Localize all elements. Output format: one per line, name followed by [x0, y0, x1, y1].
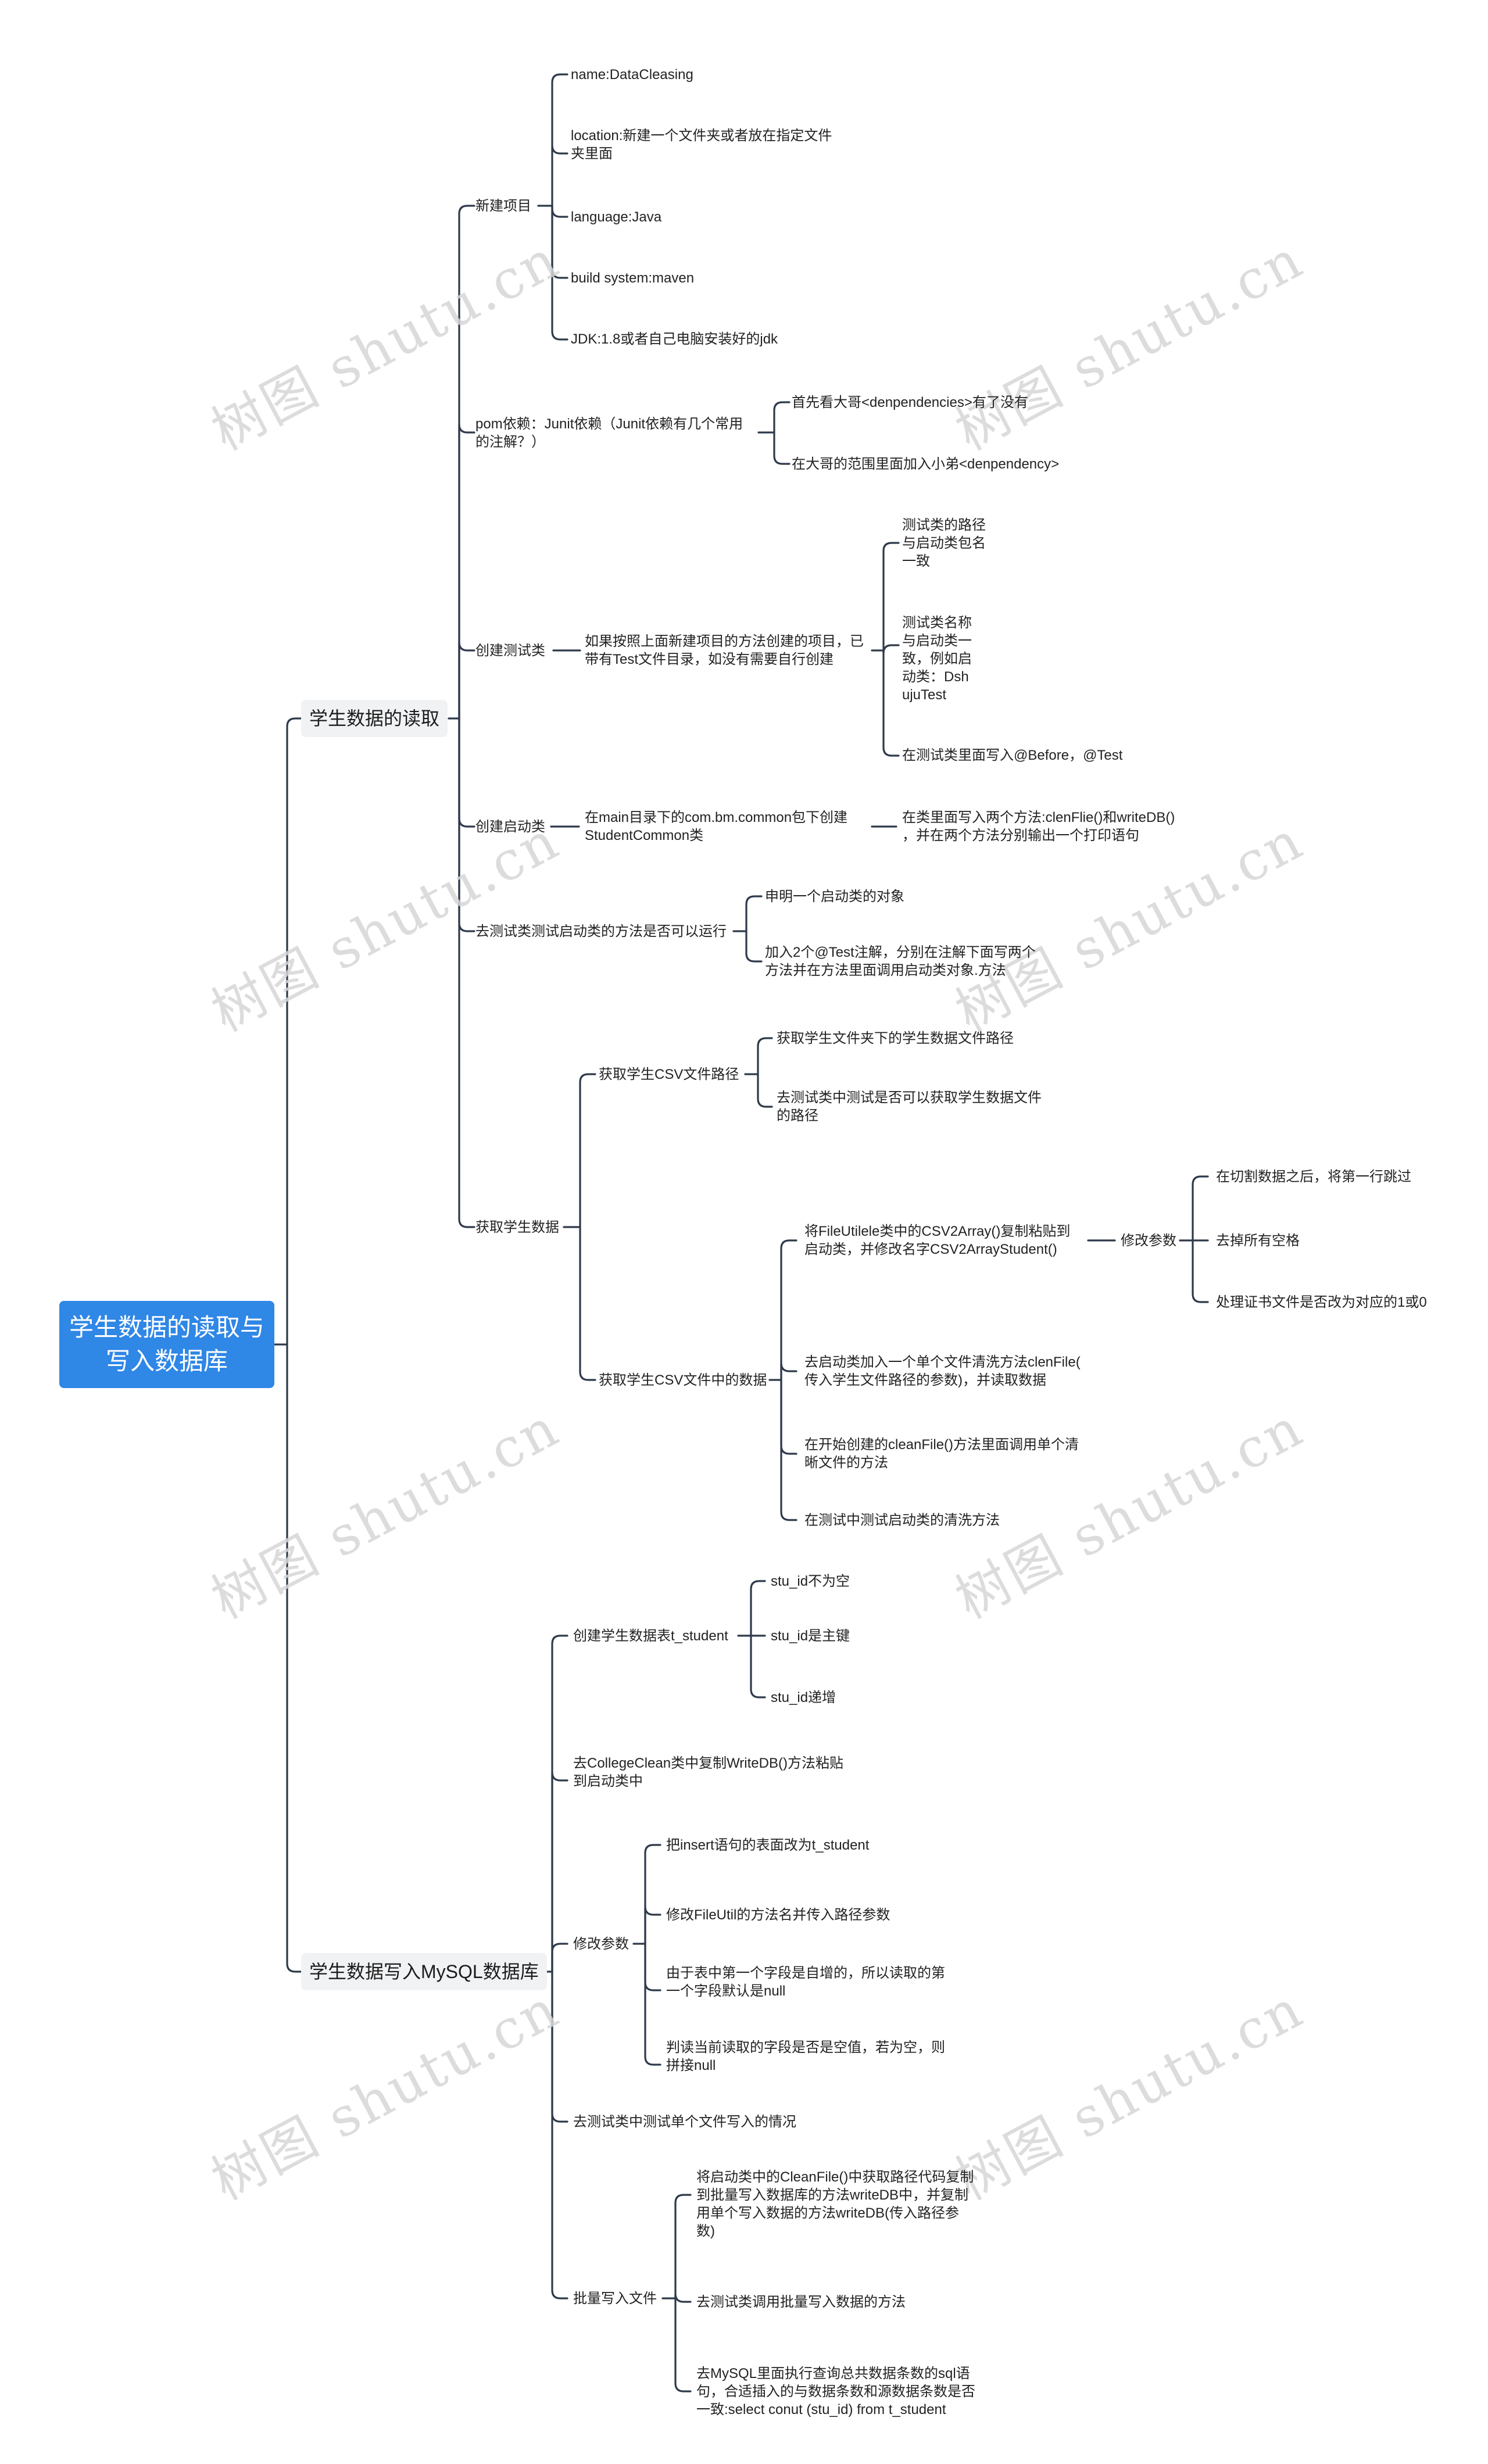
modify-write-item[interactable]: 由于表中第一个字段是自增的，所以读取的第 一个字段默认是null — [666, 1965, 945, 1999]
new-project-item[interactable]: name:DataCleasing — [571, 67, 693, 83]
topic-create-table[interactable]: 创建学生数据表t_student — [573, 1628, 728, 1644]
create-table-item[interactable]: stu_id是主键 — [771, 1628, 850, 1644]
topic-run-test[interactable]: 去测试类测试启动类的方法是否可以运行 — [475, 924, 727, 939]
new-project-item[interactable]: language:Java — [571, 209, 662, 225]
topic-write-mysql[interactable]: 学生数据写入MySQL数据库 — [301, 1953, 547, 1990]
topic-copy-writedb[interactable]: 去CollegeClean类中复制WriteDB()方法粘贴 到启动类中 — [573, 1755, 843, 1789]
test-class-description[interactable]: 如果按照上面新建项目的方法创建的项目，已 带有Test文件目录，如没有需要自行创… — [585, 634, 864, 667]
boot-class-description[interactable]: 在main目录下的com.bm.common包下创建 StudentCommon… — [585, 810, 848, 843]
csv-data-copy[interactable]: 将FileUtilele类中的CSV2Array()复制粘贴到 启动类，并修改名… — [804, 1224, 1071, 1257]
topic-get-student-data[interactable]: 获取学生数据 — [475, 1220, 559, 1235]
pom-item[interactable]: 在大哥的范围里面加入小弟<denpendency> — [792, 456, 1060, 472]
csv-path-item[interactable]: 获取学生文件夹下的学生数据文件路径 — [777, 1031, 1014, 1046]
root-topic[interactable]: 学生数据的读取与 写入数据库 — [59, 1301, 274, 1388]
topic-modify-params-write[interactable]: 修改参数 — [573, 1936, 629, 1952]
topic-csv-path[interactable]: 获取学生CSV文件路径 — [599, 1067, 739, 1082]
topic-new-project[interactable]: 新建项目 — [475, 198, 531, 214]
modify-params-item[interactable]: 去掉所有空格 — [1216, 1233, 1300, 1249]
topic-create-test-class[interactable]: 创建测试类 — [475, 643, 545, 659]
topic-batch-write[interactable]: 批量写入文件 — [573, 2291, 657, 2306]
batch-write-item[interactable]: 去测试类调用批量写入数据的方法 — [696, 2294, 906, 2310]
batch-write-item[interactable]: 去MySQL里面执行查询总共数据条数的sql语 句，合适插入的与数据条数和源数据… — [696, 2366, 975, 2417]
new-project-item[interactable]: build system:maven — [571, 270, 695, 286]
test-class-item[interactable]: 测试类名称 与启动类一 致，例如启 动类：Dsh ujuTest — [902, 615, 972, 703]
topic-pom-dependency[interactable]: pom依赖：Junit依赖（Junit依赖有几个常用 的注解？） — [475, 416, 743, 450]
csv-data-item[interactable]: 在测试中测试启动类的清洗方法 — [804, 1512, 1000, 1528]
modify-write-item[interactable]: 判读当前读取的字段是否是空值，若为空，则 拼接null — [666, 2040, 945, 2073]
csv-data-item[interactable]: 去启动类加入一个单个文件清洗方法clenFile( 传入学生文件路径的参数)，并… — [804, 1354, 1081, 1388]
test-class-item[interactable]: 在测试类里面写入@Before，@Test — [902, 748, 1123, 763]
test-class-item[interactable]: 测试类的路径 与启动类包名 一致 — [902, 517, 986, 569]
boot-class-item[interactable]: 在类里面写入两个方法:clenFlie()和writeDB() ，并在两个方法分… — [902, 810, 1175, 843]
topic-modify-params[interactable]: 修改参数 — [1121, 1233, 1176, 1249]
topic-test-single-write[interactable]: 去测试类中测试单个文件写入的情况 — [573, 2114, 796, 2130]
pom-item[interactable]: 首先看大哥<denpendencies>有了没有 — [792, 395, 1028, 410]
run-test-item[interactable]: 申明一个启动类的对象 — [765, 889, 904, 904]
topic-csv-data[interactable]: 获取学生CSV文件中的数据 — [599, 1372, 767, 1388]
csv-data-item[interactable]: 在开始创建的cleanFile()方法里面调用单个清 晰文件的方法 — [804, 1437, 1079, 1471]
create-table-item[interactable]: stu_id不为空 — [771, 1573, 850, 1589]
create-table-item[interactable]: stu_id递增 — [771, 1690, 836, 1705]
batch-write-item[interactable]: 将启动类中的CleanFile()中获取路径代码复制 到批量写入数据库的方法wr… — [696, 2169, 974, 2239]
topic-read-student-data[interactable]: 学生数据的读取 — [301, 700, 448, 737]
modify-params-item[interactable]: 在切割数据之后，将第一行跳过 — [1216, 1169, 1411, 1185]
new-project-item[interactable]: location:新建一个文件夹或者放在指定文件 夹里面 — [571, 128, 832, 162]
modify-write-item[interactable]: 把insert语句的表面改为t_student — [666, 1837, 870, 1853]
modify-params-item[interactable]: 处理证书文件是否改为对应的1或0 — [1216, 1294, 1427, 1310]
modify-write-item[interactable]: 修改FileUtil的方法名并传入路径参数 — [666, 1907, 890, 1923]
csv-path-item[interactable]: 去测试类中测试是否可以获取学生数据文件 的路径 — [777, 1090, 1042, 1124]
run-test-item[interactable]: 加入2个@Test注解，分别在注解下面写两个 方法并在方法里面调用启动类对象.方… — [765, 945, 1036, 978]
topic-create-boot-class[interactable]: 创建启动类 — [475, 819, 545, 835]
new-project-item[interactable]: JDK:1.8或者自己电脑安装好的jdk — [571, 331, 778, 347]
